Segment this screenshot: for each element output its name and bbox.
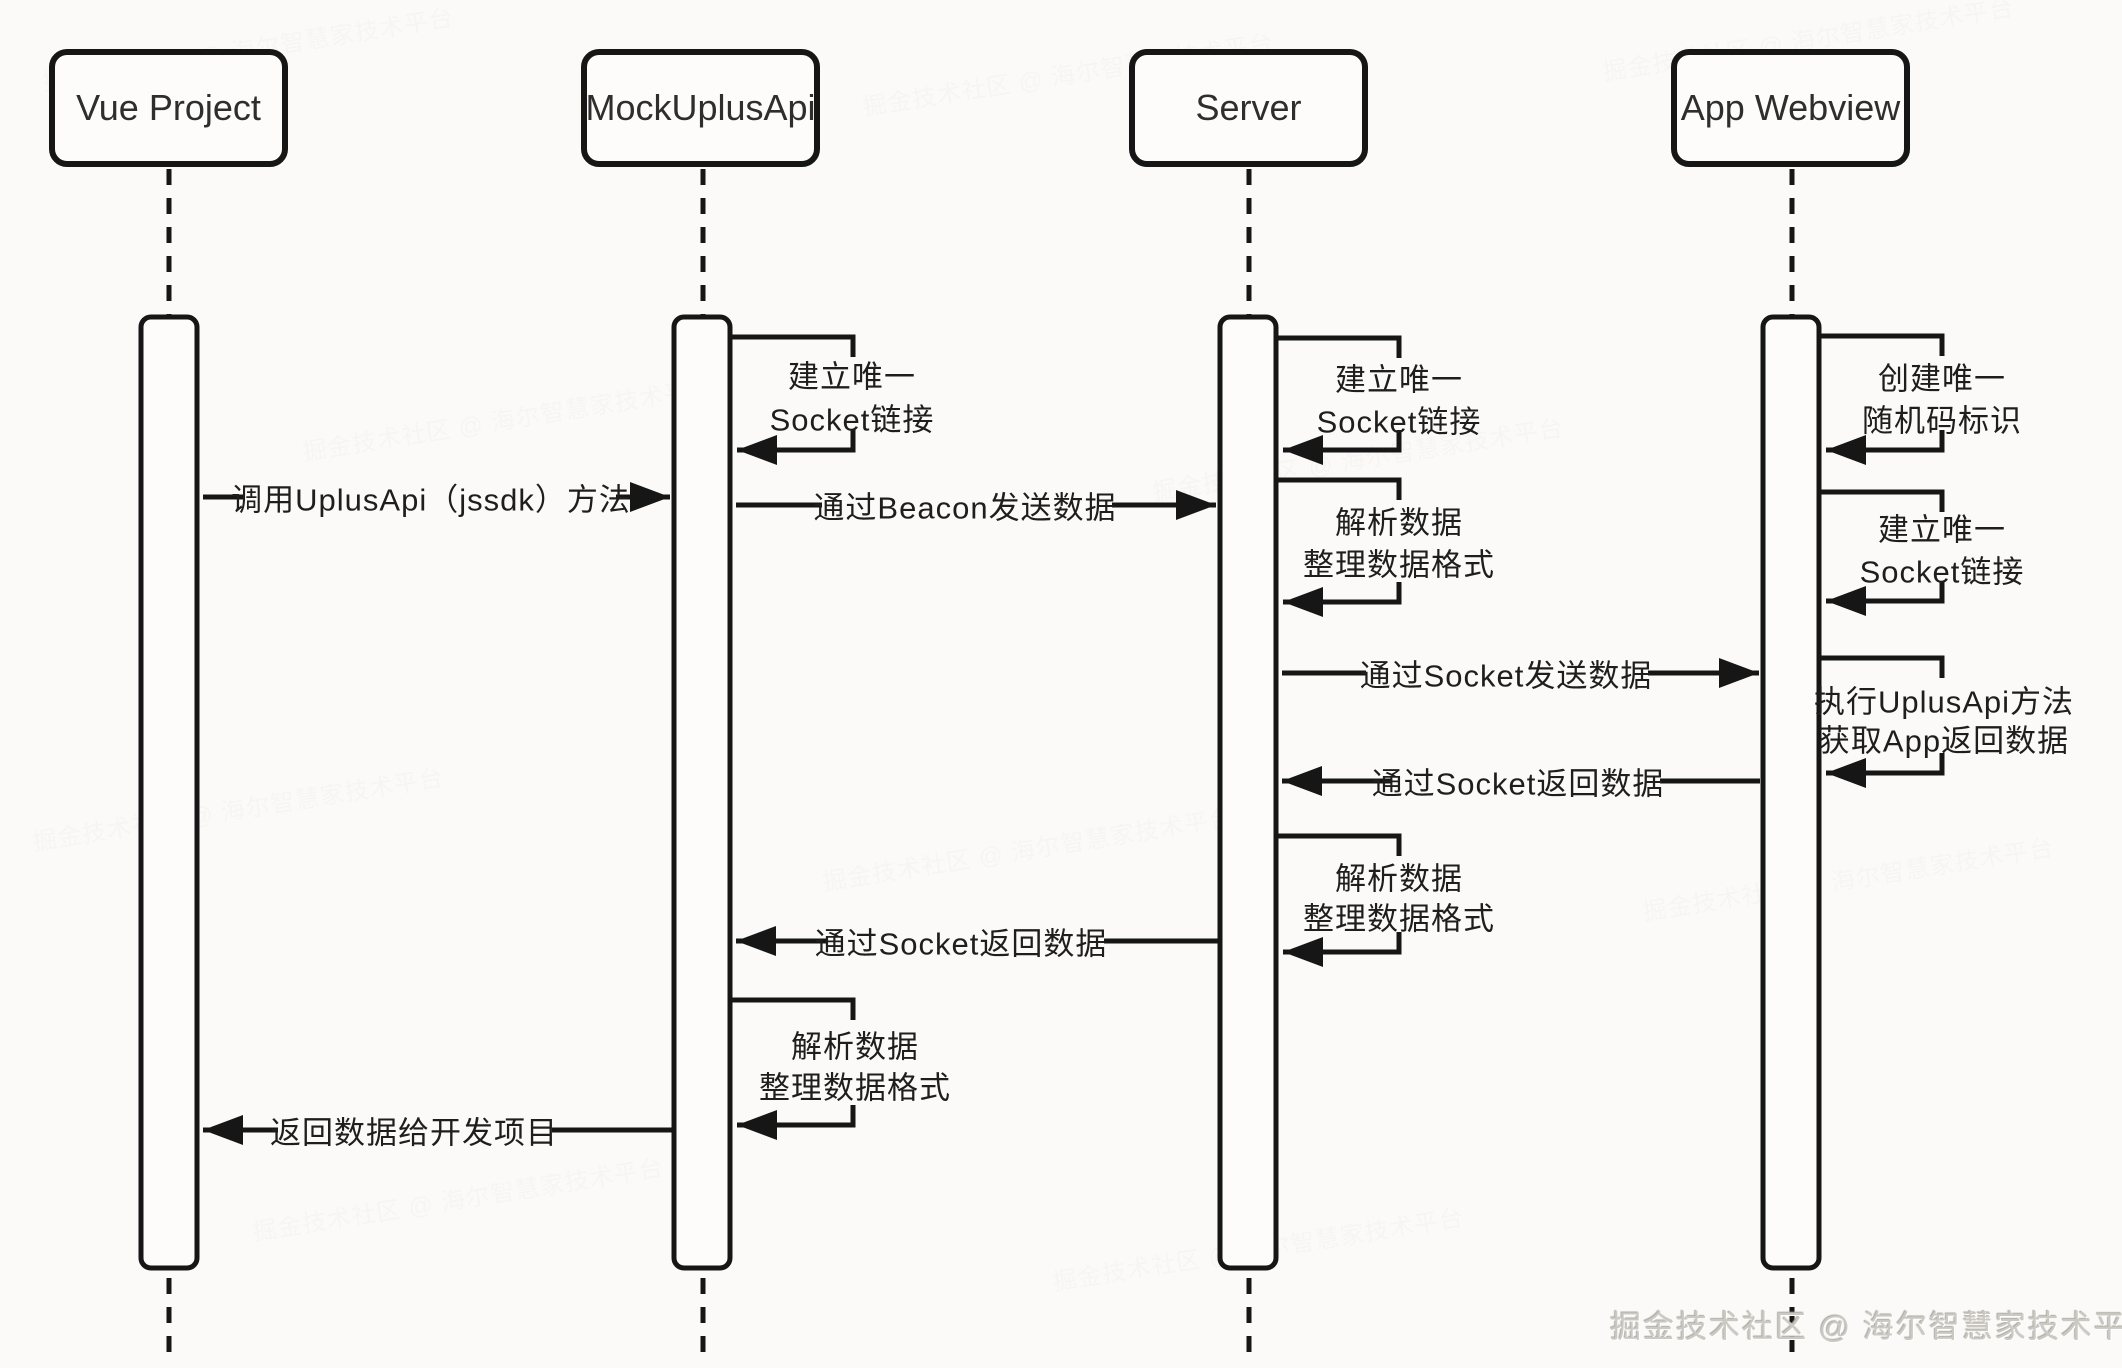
activation-bars — [138, 314, 1822, 1271]
activation-bar-app-webview — [1760, 314, 1822, 1271]
actor-label: Vue Project — [76, 87, 261, 128]
self-message-label: 建立唯一 — [788, 359, 916, 395]
watermark-credit: 掘金技术社区 @ 海尔智慧家技术平台 — [1610, 1309, 2122, 1345]
self-message-arrows — [731, 333, 1945, 1140]
activation-bar-mockuplusapi — [671, 314, 733, 1271]
self-message-label: 解析数据 — [791, 1029, 919, 1065]
self-message-label: 解析数据 — [1335, 861, 1463, 897]
lifelines — [166, 169, 1795, 1352]
self-message-label: 随机码标识 — [1862, 403, 2022, 439]
message-label: 通过Socket返回数据 — [1371, 766, 1665, 802]
actor-box-server: Server — [1129, 49, 1368, 167]
actor-label: Server — [1195, 87, 1302, 128]
actor-box-mockuplusapi: MockUplusApi — [581, 49, 820, 167]
actor-label: App Webview — [1680, 87, 1901, 128]
message-label: 调用UplusApi（jssdk）方法 — [231, 482, 631, 518]
self-message-label: 整理数据格式 — [1303, 901, 1495, 937]
message-arrows — [203, 482, 1760, 1145]
self-message-label: 解析数据 — [1335, 505, 1463, 541]
self-message-label: 整理数据格式 — [1303, 547, 1495, 583]
self-message-label: Socket链接 — [769, 402, 935, 438]
actor-label: MockUplusApi — [585, 87, 816, 128]
message-label: 通过Socket发送数据 — [1359, 658, 1653, 694]
activation-bar-server — [1217, 314, 1279, 1271]
self-message-label: 整理数据格式 — [759, 1070, 951, 1106]
self-message-label: 建立唯一 — [1878, 512, 2006, 548]
actor-box-vue-project: Vue Project — [49, 49, 288, 167]
self-message-label: 执行UplusApi方法 — [1813, 684, 2075, 720]
self-message-label: Socket链接 — [1859, 554, 2025, 590]
self-message-label: 创建唯一 — [1878, 361, 2006, 397]
activation-bar-vue-project — [138, 314, 200, 1271]
message-label: 返回数据给开发项目 — [270, 1115, 558, 1151]
self-message-label: 建立唯一 — [1335, 362, 1463, 398]
actor-box-app-webview: App Webview — [1671, 49, 1910, 167]
message-label: 通过Beacon发送数据 — [813, 490, 1117, 526]
self-message-label: 获取App返回数据 — [1818, 723, 2070, 759]
message-label: 通过Socket返回数据 — [814, 926, 1108, 962]
self-message-label: Socket链接 — [1316, 404, 1482, 440]
